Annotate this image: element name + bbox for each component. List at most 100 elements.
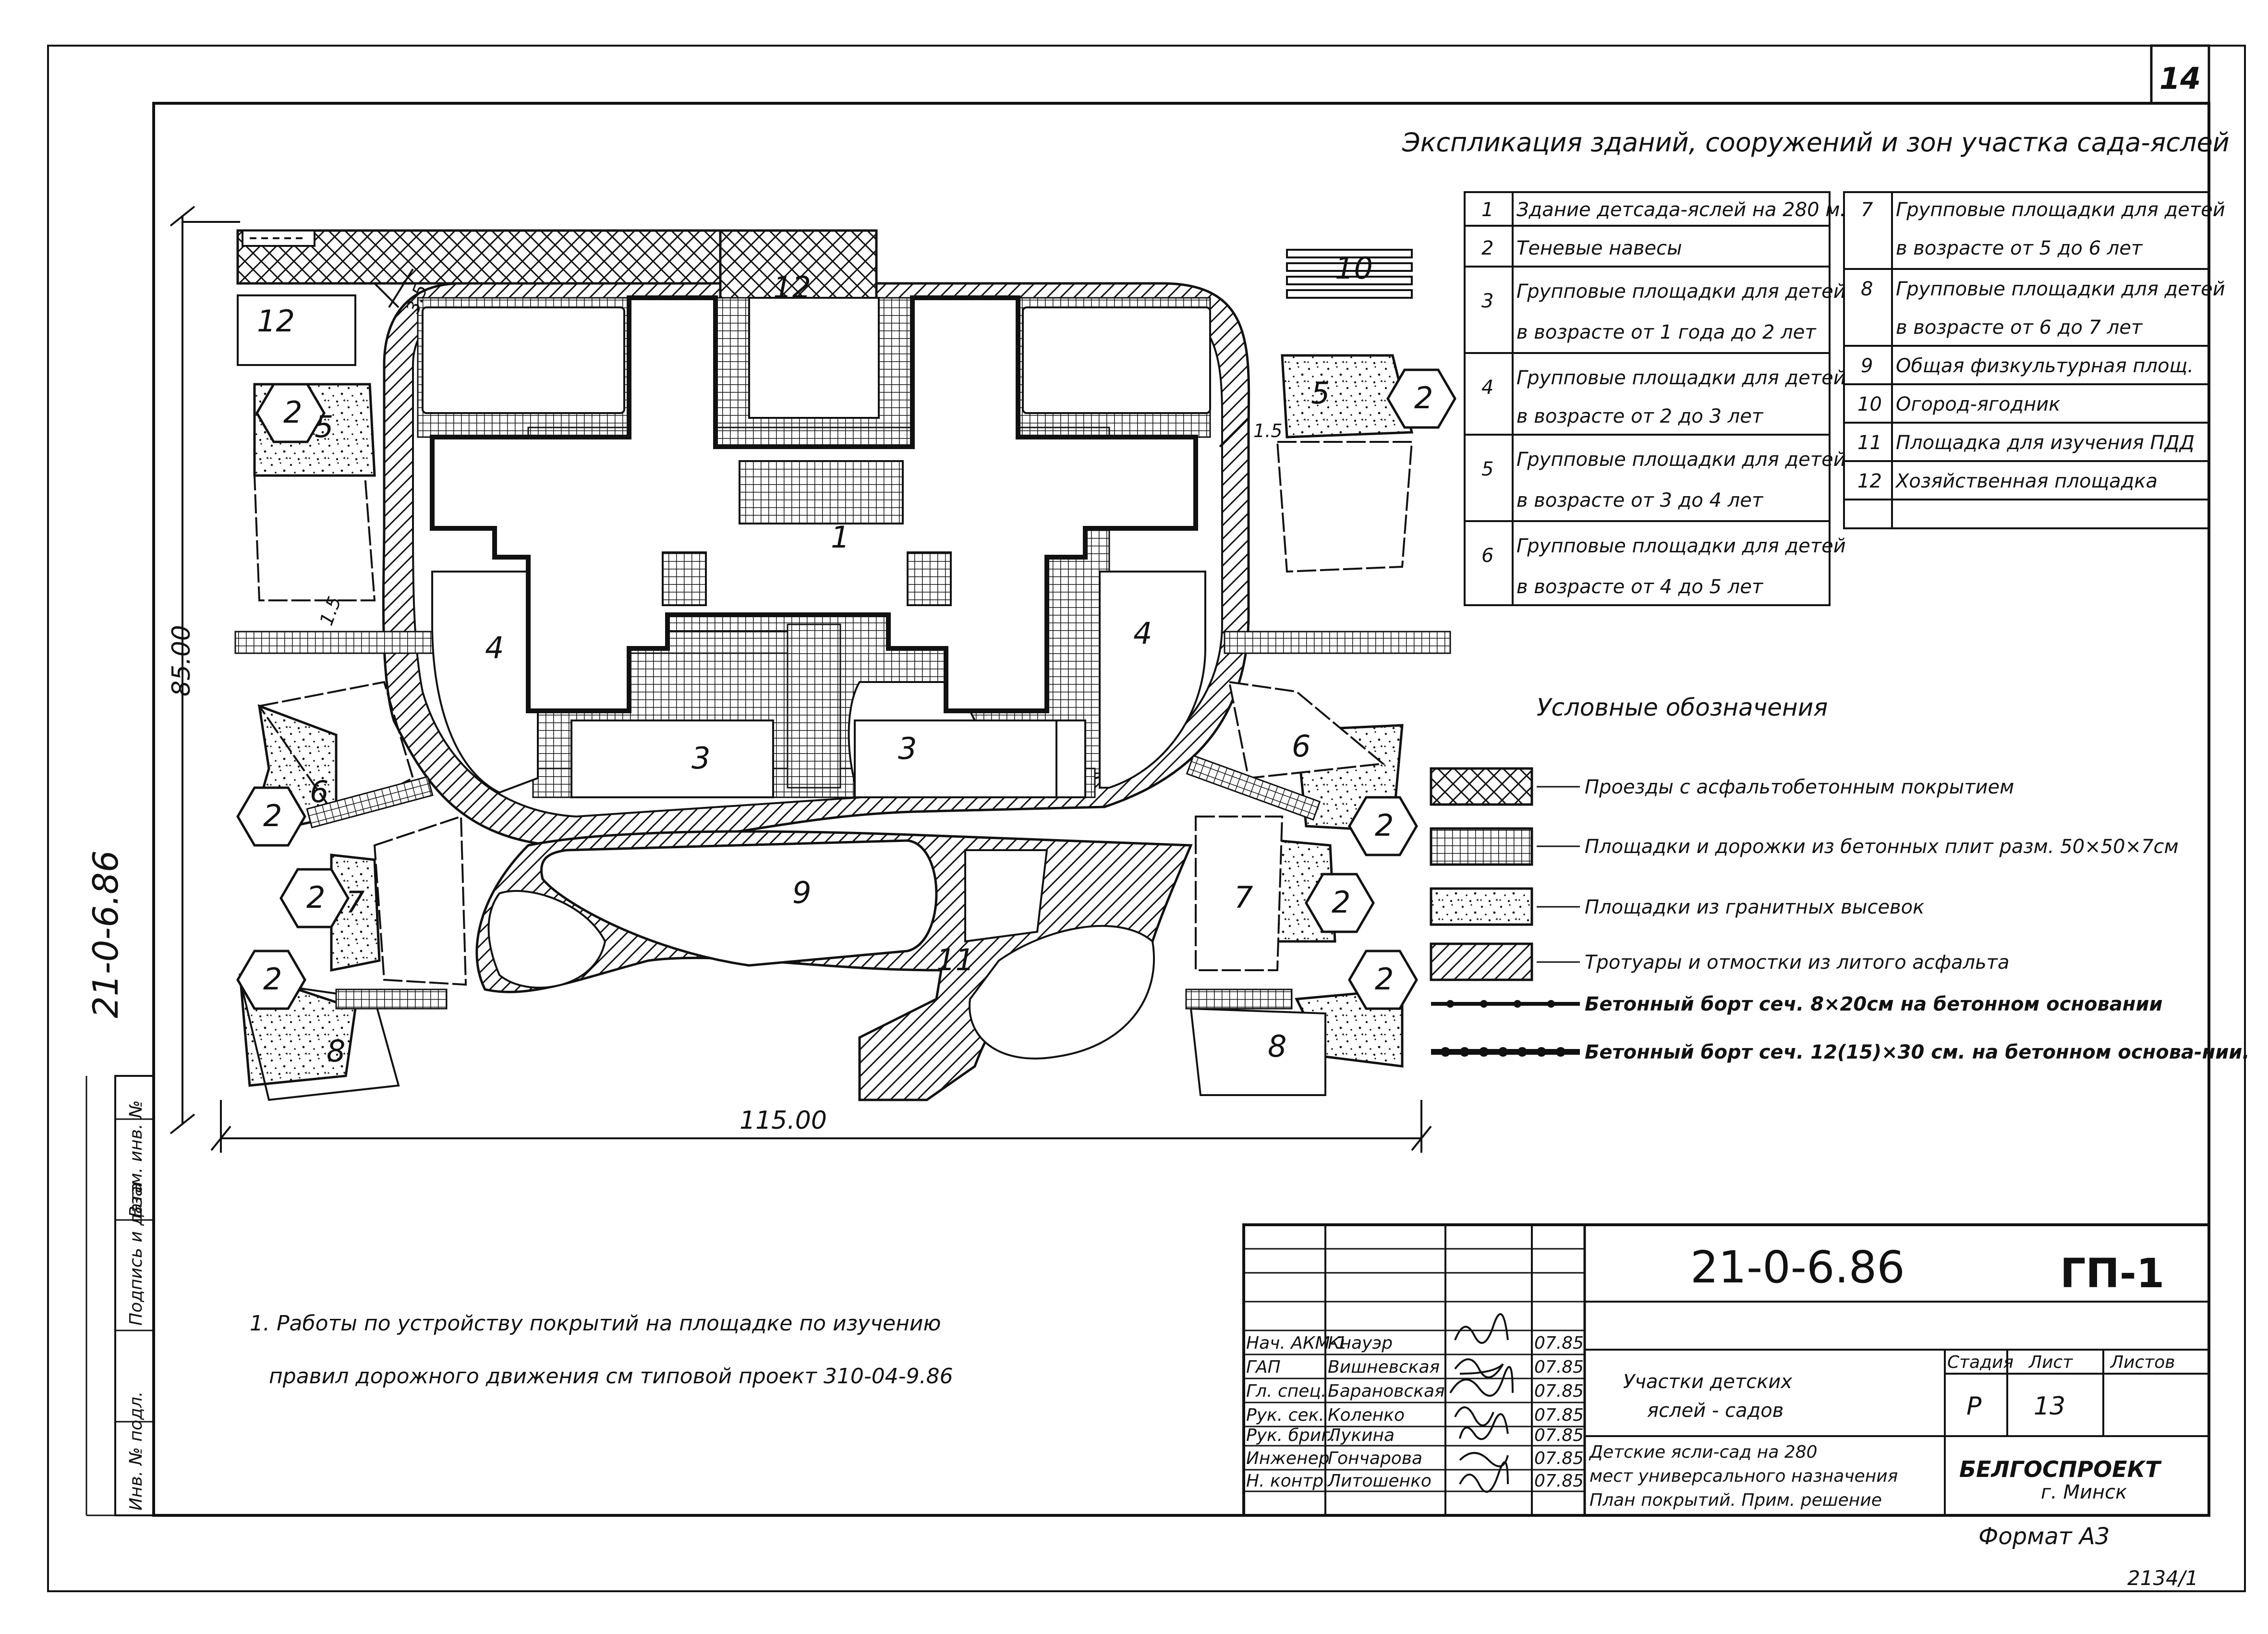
zone-label-2-r1: 2 (1375, 808, 1394, 843)
exp-text: Теневые навесы (1516, 237, 1682, 259)
person-role: Рук. сек. (1246, 1405, 1324, 1425)
outer-frame (47, 45, 2246, 1592)
zone-label-11: 11 (936, 942, 974, 977)
person-role: Н. контр. (1246, 1471, 1329, 1491)
zone-label-4-left: 4 (485, 630, 504, 665)
granite-7-left (330, 854, 381, 972)
exp-no: 11 (1857, 432, 1882, 454)
exp-text: Огород-ягодник (1896, 393, 2060, 415)
exp-no: 10 (1857, 393, 1882, 415)
person-role: ГАП (1246, 1357, 1281, 1377)
zone-label-7-left: 7 (346, 885, 364, 920)
canopy-hex (1386, 368, 1456, 429)
zone-label-6-right: 6 (1292, 729, 1310, 764)
person-name: Вишневская (1328, 1357, 1440, 1377)
exp-text: Групповые площадки для детей (1516, 280, 1846, 303)
dim-15-right: 1.5 (1253, 420, 1282, 441)
exp-text: Групповые площадки для детей (1516, 535, 1846, 557)
person-name: Литошенко (1327, 1471, 1431, 1491)
legend-swatch-curb-small (1431, 1000, 1580, 1008)
person-role: Нач. АКМ-1 (1246, 1333, 1347, 1353)
exp-text: в возрасте от 6 до 7 лет (1896, 317, 2143, 339)
side-stamp: Взам. инв. № Подпись и дата Инв. № подл. (85, 1075, 155, 1516)
signatures (1449, 1313, 1514, 1493)
person-name: Коленко (1328, 1405, 1405, 1425)
zone-label-7-right: 7 (1234, 880, 1253, 915)
lawn-left-8 (239, 978, 400, 1101)
exp-text: Площадка для изучения ПДД (1896, 432, 2195, 454)
exp-no: 9 (1861, 355, 1873, 377)
zone-3-right (854, 719, 1057, 798)
lawn-right-upper (1276, 441, 1413, 573)
canopy-hex (1348, 796, 1418, 856)
exp-no: 7 (1861, 199, 1873, 221)
exp-text: в возрасте от 5 до 6 лет (1896, 237, 2143, 259)
title-desc-3: План покрытий. Прим. решение (1589, 1490, 1882, 1510)
person-role: Рук. бриг. (1246, 1426, 1335, 1445)
person-date: 07.85 (1534, 1357, 1584, 1377)
title-sheet: 13 (2034, 1392, 2065, 1421)
person-role: Гл. спец. (1246, 1381, 1326, 1401)
zone-label-8-left: 8 (327, 1034, 345, 1069)
legend-swatch-asphalt (1430, 767, 1533, 806)
title-sheet-code: ГП-1 (2060, 1250, 2164, 1297)
legend-swatch-curb-large (1431, 1047, 1580, 1057)
zone-label-3-right: 3 (898, 731, 917, 766)
side-stamp-inventory: Инв. № подл. (126, 1391, 146, 1511)
exp-no: 3 (1481, 290, 1493, 312)
title-hdr-stage: Стадия (1947, 1353, 2013, 1372)
legend-swatch-cast-asphalt (1430, 942, 1533, 981)
side-stamp-signature: Подпись и дата (126, 1183, 146, 1326)
canopy-hex (255, 383, 326, 443)
person-name: Лукина (1327, 1426, 1395, 1445)
inner-frame (152, 102, 2210, 1517)
title-org: БЕЛГОСПРОЕКТ (1959, 1456, 2162, 1482)
exp-no: 6 (1481, 545, 1493, 567)
zone-label-5-right: 5 (1311, 376, 1330, 411)
side-stamp-replace: Взам. инв. № (126, 1100, 146, 1218)
dim-width: 115.00 (740, 1106, 827, 1135)
title-stage: Р (1966, 1392, 1982, 1421)
legend-label-cast-asphalt: Тротуары и отмостки из литого асфальта (1585, 951, 2009, 974)
tile-path-left-low (335, 988, 448, 1010)
dimensions (170, 206, 1432, 1153)
zone-label-2-l1: 2 (263, 798, 282, 833)
person-date: 07.85 (1534, 1471, 1584, 1491)
exp-text: Групповые площадки для детей (1896, 278, 2225, 300)
archive-number: 2134/1 (2127, 1566, 2198, 1590)
lawn-left-6 (257, 681, 414, 818)
legend-label-granite: Площадки из гранитных высевок (1585, 896, 1924, 918)
lawn-mid-small (964, 849, 1048, 943)
zone-label-3-left: 3 (691, 741, 710, 776)
granite-5-right (1281, 354, 1414, 439)
person-date: 07.85 (1534, 1405, 1584, 1425)
lawn-right-6 (1228, 681, 1385, 780)
person-role: Инженер (1246, 1449, 1330, 1468)
person-name: Гончарова (1328, 1449, 1422, 1468)
legend-swatch-tiles (1430, 827, 1533, 866)
exp-no: 1 (1481, 199, 1493, 221)
title-desc-1: Детские ясли-сад на 280 (1589, 1442, 1818, 1462)
exp-text: в возрасте от 1 года до 2 лет (1516, 321, 1817, 343)
note-line-1: 1. Работы по устройству покрытий на площ… (250, 1311, 941, 1336)
tile-path-right-low (1185, 988, 1293, 1010)
zone-label-2-l2: 2 (306, 880, 325, 915)
exp-text: Общая физкультурная площ. (1896, 355, 2194, 377)
lawn-right-7 (1195, 816, 1284, 971)
legend-swatch-granite (1430, 887, 1533, 926)
legend-label-curb-small: Бетонный борт сеч. 8×20см на бетонном ос… (1585, 993, 2163, 1015)
canopy-hex (1348, 950, 1418, 1010)
exp-text: в возрасте от 3 до 4 лет (1516, 489, 1764, 512)
zone-labels: 1 12 12 10 5 2 5 2 4 4 3 3 6 6 7 7 8 8 9… (257, 251, 1433, 1069)
zone-label-10: 10 (1335, 251, 1373, 286)
lawn-low-right (969, 925, 1155, 1060)
zone-label-12: 12 (773, 270, 811, 305)
title-block (1242, 1223, 2210, 1517)
legend-label-tiles: Площадки и дорожки из бетонных плит разм… (1585, 836, 2179, 858)
zone-label-2-r2: 2 (1332, 885, 1350, 920)
lawn-right-8 (1189, 1007, 1326, 1096)
title-code: 21-0-6.86 (1690, 1242, 1905, 1293)
zone-label-2-left: 2 (283, 395, 302, 430)
tile-path-right-diag (1186, 755, 1321, 821)
title-object-1: Участки детских (1623, 1371, 1792, 1393)
